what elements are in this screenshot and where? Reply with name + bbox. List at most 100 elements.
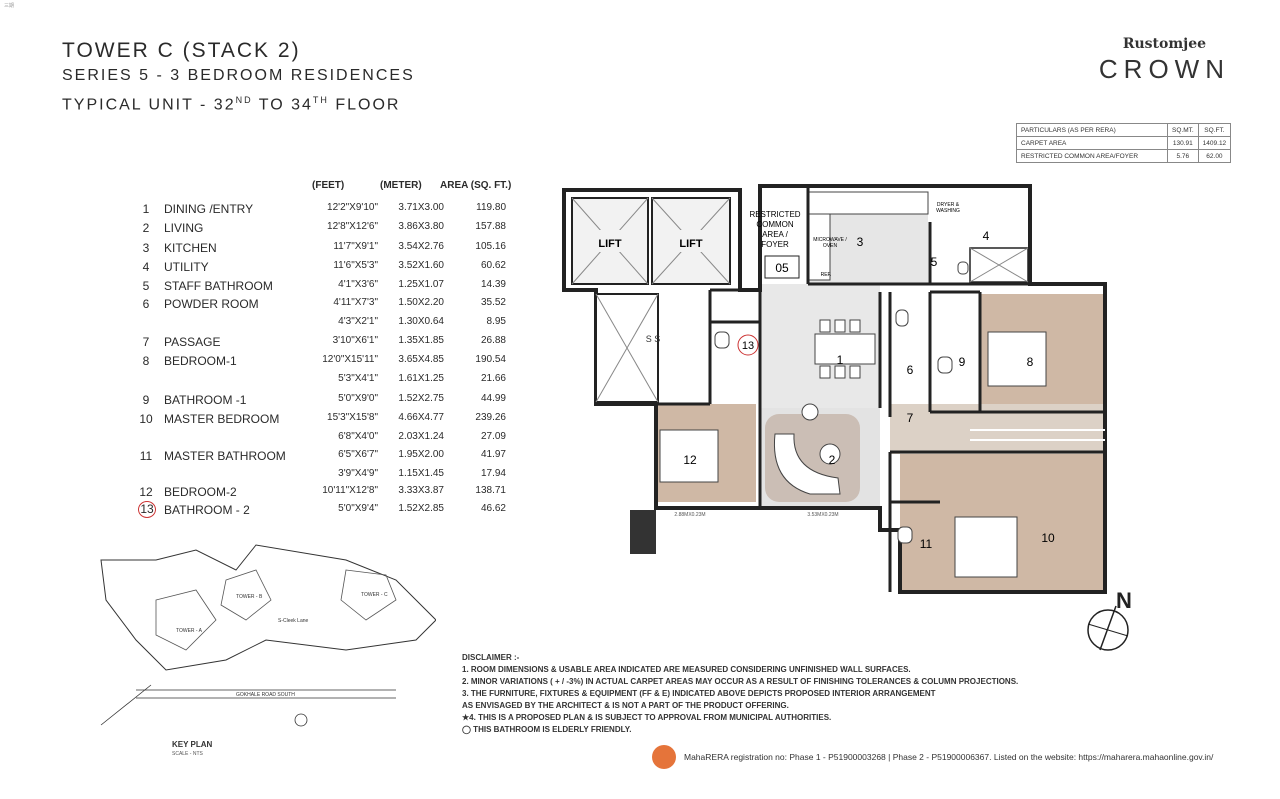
room-row-feet: 3'10"X6'1"	[332, 335, 378, 346]
room-row-number: 8	[142, 354, 150, 368]
room-row-feet: 12'8"X12'6"	[327, 221, 378, 232]
room-row-area: 119.80	[476, 202, 506, 213]
room-row-area: 138.71	[475, 485, 506, 496]
room-row-meter: 1.25X1.07	[398, 279, 444, 290]
bed-master	[954, 516, 1018, 578]
area-cell: 5.76	[1167, 149, 1199, 163]
room-number-5: 5	[931, 255, 938, 269]
room-row-feet: 6'5"X6'7"	[338, 449, 378, 460]
room-row-name: KITCHEN	[164, 241, 217, 255]
footer: MahaRERA registration no: Phase 1 - P519…	[652, 745, 1213, 769]
room-row-area: 60.62	[480, 260, 506, 271]
road-label: GOKHALE ROAD SOUTH	[236, 692, 295, 698]
disclaimer-line: AS ENVISAGED BY THE ARCHITECT & IS NOT A…	[462, 701, 789, 710]
area-header-sqmt: SQ.MT.	[1167, 123, 1199, 137]
room-row-name: BEDROOM-2	[164, 485, 237, 499]
foyer-label-2: COMMON	[756, 220, 794, 229]
living-chair	[801, 403, 819, 421]
room-number-3: 3	[857, 235, 864, 249]
room-number-13: 13	[742, 340, 754, 352]
room-row-number: 13	[138, 501, 156, 518]
room-row-area: 157.88	[475, 221, 506, 232]
room-row-meter: 2.03X1.24	[398, 431, 444, 442]
site-outline	[100, 544, 436, 671]
room-row-feet: 5'0"X9'4"	[338, 503, 378, 514]
lift-2-label: LIFT	[679, 238, 702, 250]
room-row-meter: 4.66X4.77	[398, 412, 444, 423]
lift-1-label: LIFT	[598, 238, 621, 250]
room-row-area: 190.54	[475, 354, 506, 365]
title-block: TOWER C (STACK 2) SERIES 5 - 3 BEDROOM R…	[62, 38, 415, 117]
area-cell: 62.00	[1197, 149, 1232, 163]
disclaimer: DISCLAIMER :- 1. ROOM DIMENSIONS & USABL…	[462, 652, 1018, 736]
disclaimer-line: 2. MINOR VARIATIONS ( + / -3%) IN ACTUAL…	[462, 677, 1019, 686]
floor-plan: LIFT LIFT S S RESTRICTED COMMON AREA / F…	[562, 184, 1107, 594]
room-row-feet: 4'3"X2'1"	[338, 316, 378, 327]
area-table-row: CARPET AREA 130.91 1409.12	[1016, 136, 1232, 150]
key-plan: TOWER - A TOWER - B TOWER - C S-Cleek La…	[100, 544, 436, 727]
area-cell: RESTRICTED COMMON AREA/FOYER	[1016, 149, 1168, 163]
tower-b-label: TOWER - B	[236, 594, 263, 600]
foyer-box	[764, 255, 800, 279]
room-row-name: POWDER ROOM	[164, 297, 259, 311]
room-row-area: 26.88	[480, 335, 506, 346]
room-row-number: 7	[142, 335, 150, 349]
area-cell: 1409.12	[1197, 136, 1232, 150]
room-row-number: 12	[139, 485, 153, 499]
north-letter: N	[1116, 588, 1132, 613]
room-row-meter: 1.50X2.20	[398, 297, 444, 308]
room-row-meter: 1.52X2.85	[398, 503, 444, 514]
room-row-area: 41.97	[480, 449, 506, 460]
room-row-name: LIVING	[164, 221, 204, 235]
toilet-5	[957, 261, 969, 275]
room-number-11: 11	[920, 537, 933, 551]
room-number-10: 10	[1041, 531, 1055, 545]
room-row-number: 6	[142, 297, 150, 311]
room-row-feet: 6'8"X4'0"	[338, 431, 378, 442]
room-row-feet: 12'0"X15'11"	[322, 354, 378, 365]
room-row-name: MASTER BEDROOM	[164, 412, 280, 426]
kitchen-counter	[807, 191, 929, 215]
room-row-number: 10	[139, 412, 153, 426]
room-row-meter: 1.35X1.85	[398, 335, 444, 346]
toilet-9	[937, 356, 953, 374]
room-row-feet: 12'2"X9'10"	[327, 202, 378, 213]
foyer-label-1: RESTRICTED	[749, 210, 800, 219]
col-header-feet: (FEET)	[312, 180, 345, 191]
room-row-meter: 3.33X3.87	[398, 485, 444, 496]
disclaimer-line: 1. ROOM DIMENSIONS & USABLE AREA INDICAT…	[462, 665, 911, 674]
col-header-meter: (METER)	[380, 180, 422, 191]
key-plan-label: KEY PLAN	[172, 740, 213, 749]
room-row-feet: 3'9"X4'9"	[338, 468, 378, 479]
room-row-number: 1	[142, 202, 150, 216]
room-row-meter: 3.52X1.60	[398, 260, 444, 271]
toilet-11	[897, 526, 913, 544]
room-row-number: 3	[142, 241, 150, 255]
room-row-feet: 11'7"X9'1"	[333, 241, 378, 252]
toilet-13	[714, 331, 730, 349]
microwave-label-2: OVEN	[823, 243, 838, 249]
rera-registration-text: MahaRERA registration no: Phase 1 - P519…	[684, 752, 1214, 762]
disclaimer-line: ◯ THIS BATHROOM IS ELDERLY FRIENDLY.	[462, 725, 632, 734]
room-row-meter: 1.52X2.75	[398, 393, 444, 404]
dryer-label-2: WASHING	[936, 208, 960, 214]
room-row-name: PASSAGE	[164, 335, 221, 349]
room-row-number: 2	[142, 221, 150, 235]
toilet-6	[895, 309, 909, 327]
dining-table	[814, 333, 876, 365]
disclaimer-title: DISCLAIMER :-	[462, 653, 520, 662]
foyer-label-3: AREA /	[762, 230, 789, 239]
bed-1	[987, 331, 1047, 387]
key-plan-scale: SCALE - NTS	[172, 751, 203, 757]
room-row-name: MASTER BATHROOM	[164, 449, 286, 463]
room-row-area: 44.99	[480, 393, 506, 404]
living-sofa	[773, 433, 841, 495]
room-row-area: 17.94	[480, 468, 506, 479]
bed-2	[659, 429, 719, 483]
room-row-meter: 1.95X2.00	[398, 449, 444, 460]
room-row-number: 11	[139, 449, 153, 463]
room-number-12: 12	[683, 453, 697, 467]
room-row-area: 27.09	[480, 431, 506, 442]
room-row-area: 46.62	[480, 503, 506, 514]
page-title: TOWER C (STACK 2)	[62, 39, 301, 62]
